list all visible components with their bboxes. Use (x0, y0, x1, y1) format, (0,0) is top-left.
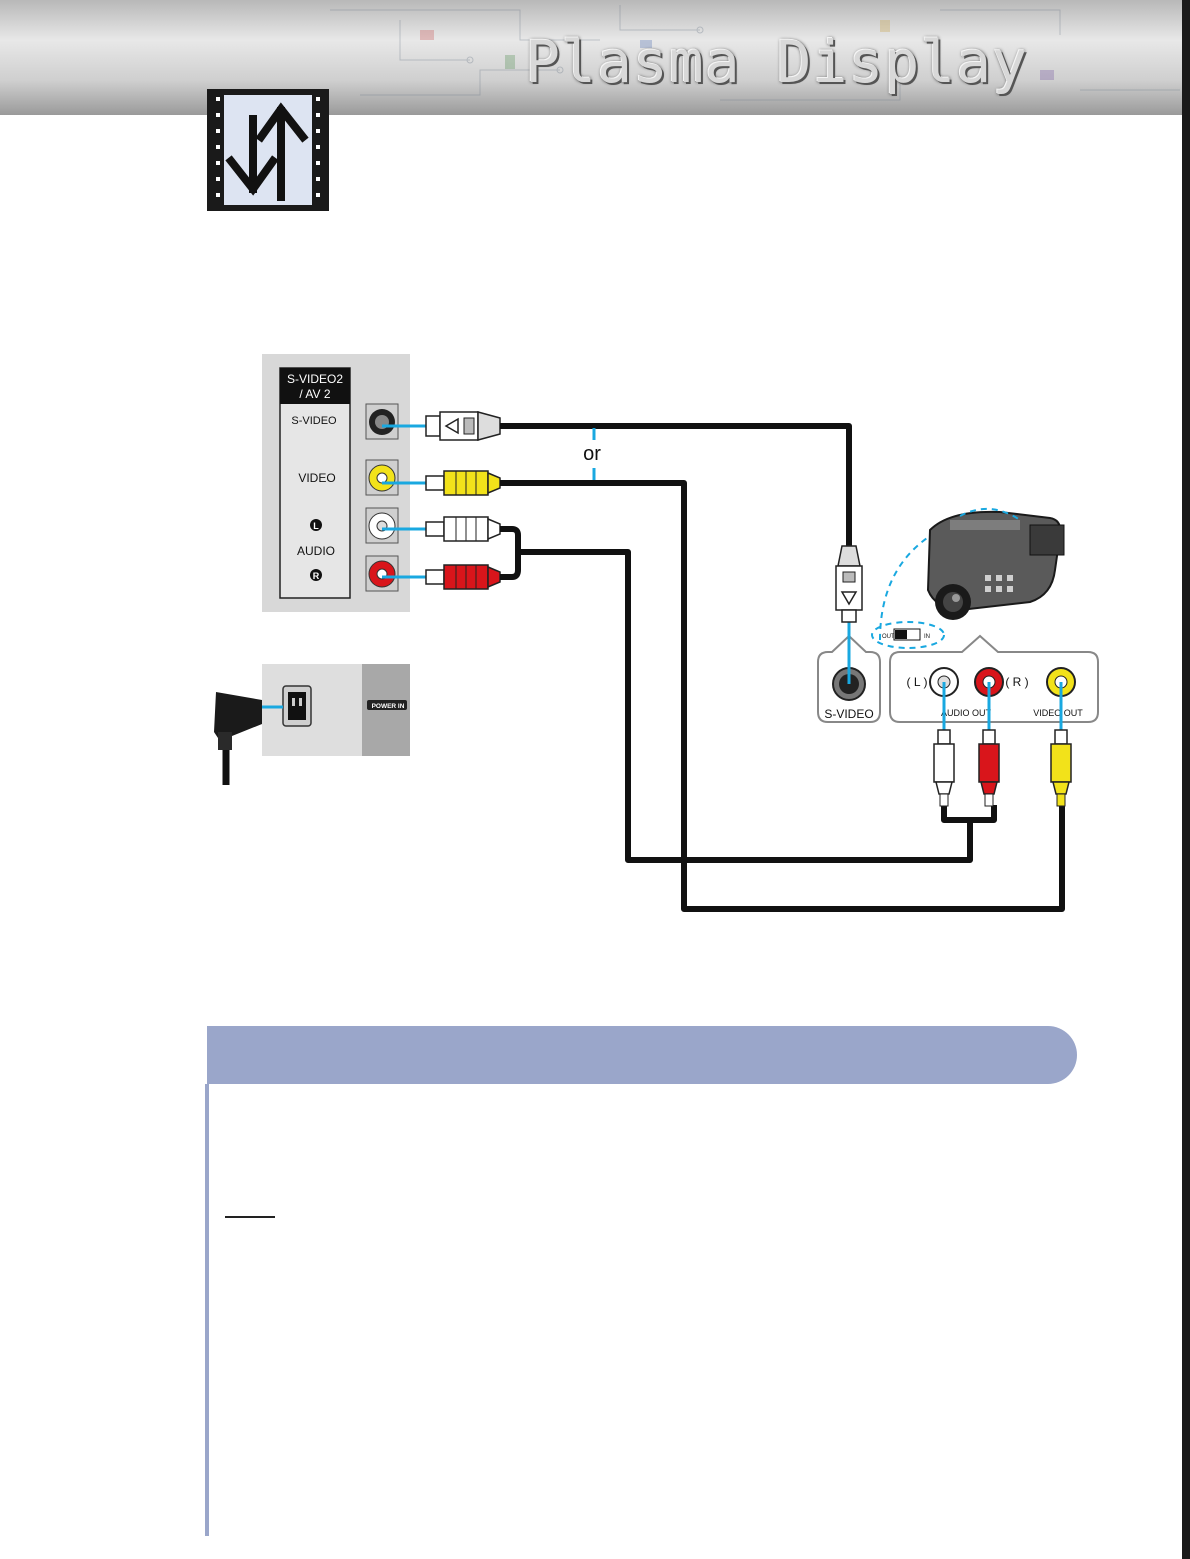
output-switch (895, 630, 907, 639)
power-in-label: POWER IN (372, 703, 405, 710)
camcorder-svideo-panel: S-VIDEO (817, 634, 881, 723)
power-in-panel: POWER IN (262, 664, 410, 756)
note-label-underline (225, 1196, 275, 1218)
circuit-board-background (0, 0, 1190, 115)
header-banner: Plasma Display (0, 0, 1190, 115)
switch-out-label: OUT (882, 634, 895, 640)
panel-group-label-line2: / AV 2 (299, 387, 330, 401)
camcorder-right-label: ( R ) (1005, 675, 1028, 689)
panel-svideo-label: S-VIDEO (291, 415, 337, 427)
audio-out-label: AUDIO OUT (941, 708, 992, 718)
or-label: or (583, 443, 601, 465)
svideo-cable (500, 423, 852, 546)
video-out-label: VIDEO OUT (1033, 708, 1083, 718)
audio-right-plug-panel (425, 564, 501, 590)
info-box-rule (205, 1084, 209, 1536)
panel-group-label-line1: S-VIDEO2 (287, 372, 343, 386)
panel-left-mark: L (313, 521, 319, 531)
tv-rear-panel: S-VIDEO2 / AV 2 S-VIDEO VIDEO L AUDIO R (262, 354, 410, 612)
connection-diagram: S-VIDEO2 / AV 2 S-VIDEO VIDEO L AUDIO R (214, 354, 1099, 912)
video-plug-panel (425, 470, 501, 496)
svideo-plug-panel (425, 411, 501, 441)
page-edge-tab (1182, 0, 1190, 1559)
panel-video-label: VIDEO (298, 471, 335, 485)
panel-audio-label: AUDIO (297, 544, 335, 558)
switch-in-label: IN (924, 634, 930, 640)
camcorder-icon (926, 510, 1065, 620)
audio-cable (518, 549, 973, 863)
video-plug-camcorder (1050, 729, 1072, 807)
audio-cable-split (500, 526, 521, 580)
camcorder-svideo-label: S-VIDEO (824, 707, 873, 721)
svideo-plug-camcorder (835, 545, 863, 623)
camcorder-left-label: ( L ) (907, 675, 928, 689)
input-output-arrows-icon (207, 89, 329, 211)
audio-right-plug-camcorder (978, 729, 1000, 807)
video-cable (500, 480, 1065, 912)
power-cord-icon (214, 692, 283, 785)
info-box-header (207, 1026, 1077, 1084)
header-title: Plasma Display (525, 28, 1028, 96)
audio-left-plug-camcorder (933, 729, 955, 807)
audio-left-plug-panel (425, 516, 501, 542)
panel-right-mark: R (313, 571, 320, 581)
camcorder-av-panel: ( L ) ( R ) AUDIO OUT VIDEO OUT (889, 634, 1099, 723)
